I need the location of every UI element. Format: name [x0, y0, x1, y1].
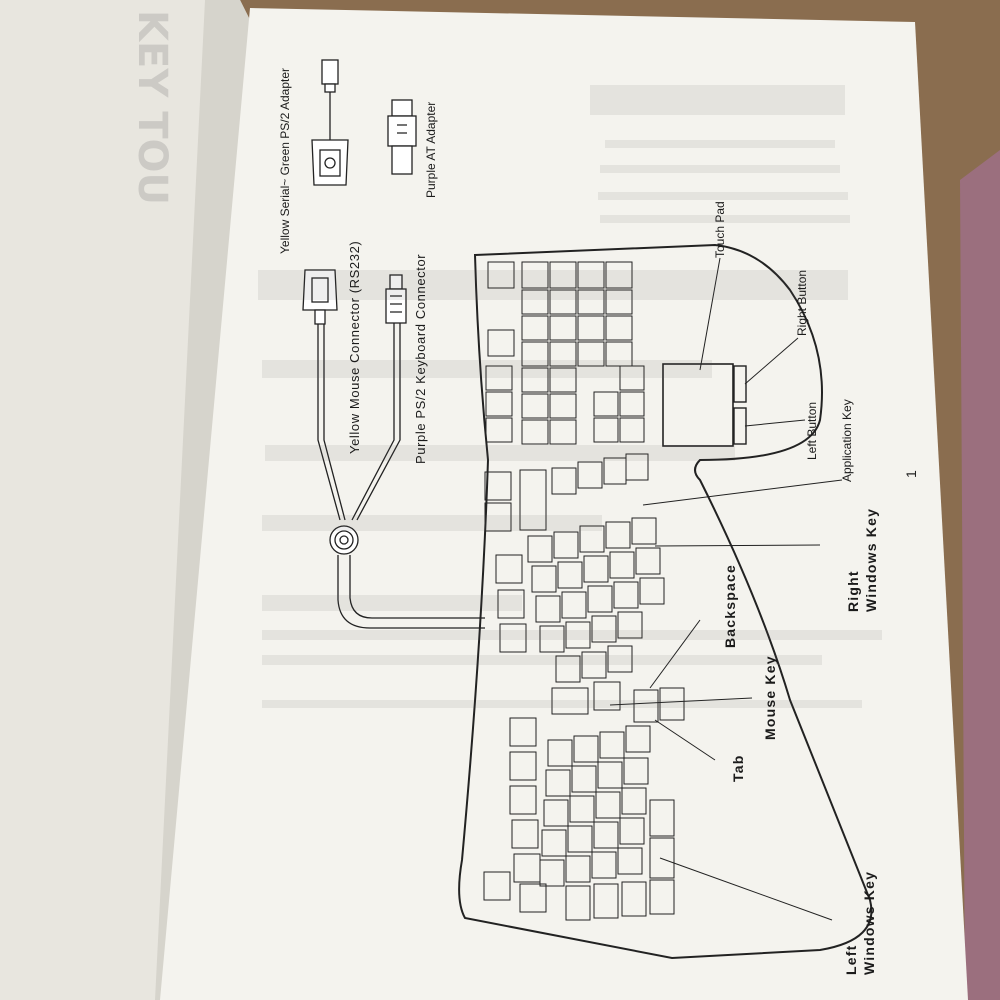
left-windows-key-line1: Left [843, 944, 859, 975]
right-windows-key-line1: Right [845, 570, 861, 612]
keyboard-diagram [458, 243, 873, 960]
page-spine-shadow [155, 0, 250, 1000]
backspace-label: Backspace [722, 564, 738, 648]
application-key-label: Application Key [840, 399, 854, 482]
green-ps2-adapter [311, 59, 349, 186]
left-button-label: Left Button [805, 401, 819, 460]
right-windows-key-label: Right Windows Key [844, 508, 880, 612]
nav-keys [485, 261, 645, 445]
keyboard-connector-label: Purple PS/2 Keyboard Connector [413, 253, 428, 464]
left-windows-key-line2: Windows Key [861, 870, 877, 975]
cable-assembly [302, 59, 485, 629]
purple-at-adapter [387, 99, 417, 175]
page-number: 1 [903, 470, 919, 478]
mouse-connector-label: Yellow Mouse Connector (RS232) [347, 240, 362, 454]
ps2-keyboard-connector [385, 274, 407, 324]
right-button [733, 365, 747, 403]
touch-pad [662, 363, 734, 447]
carpet [960, 150, 1000, 1000]
touch-pad-label: Touch Pad [713, 201, 727, 258]
purple-at-adapter-label: Purple AT Adapter [424, 101, 438, 198]
show-through-lines [258, 85, 882, 708]
left-windows-key-label: Left Windows Key [842, 871, 878, 975]
mouse-key-label: Mouse Key [762, 655, 778, 740]
green-adapter-label: Yellow Serial~ Green PS/2 Adapter [278, 67, 292, 254]
tab-label: Tab [730, 754, 746, 782]
ghost-letters: KEY TOU [129, 10, 175, 205]
right-button-label: Right Button [795, 269, 809, 336]
main-keys-left [483, 687, 685, 921]
keyboard-outline [458, 243, 873, 960]
leader-lines [609, 257, 843, 921]
main-keys-right [484, 453, 665, 715]
serial-mouse-connector [302, 269, 338, 325]
right-windows-key-line2: Windows Key [863, 507, 879, 612]
right-page [160, 8, 968, 1000]
